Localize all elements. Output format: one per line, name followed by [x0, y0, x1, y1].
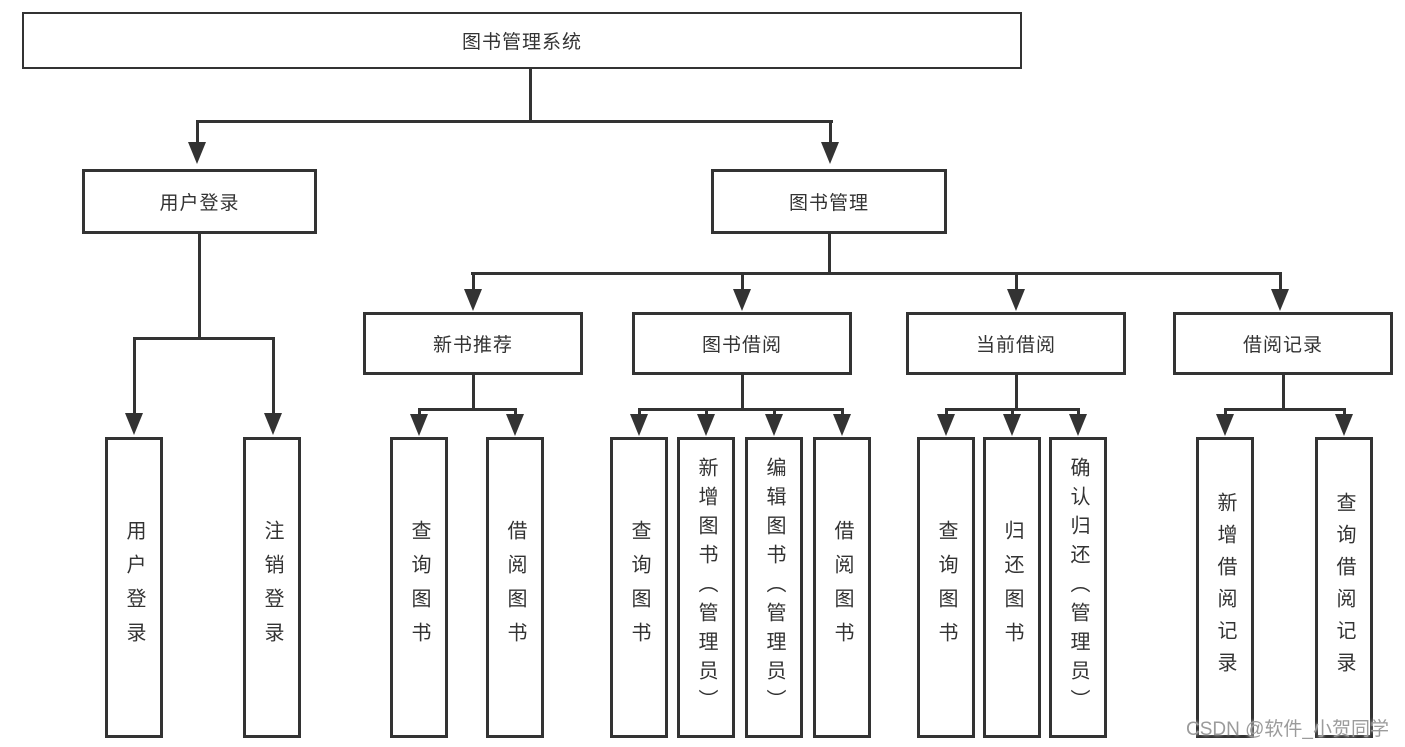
- connector-shaft-new-book-recommend: [472, 272, 475, 291]
- node-new-book-recommend: 新书推荐: [363, 312, 583, 375]
- connector-user-login-splitter: [133, 337, 275, 340]
- arrowhead-user-login: [188, 142, 206, 164]
- connector-shaft-leaf-logout: [272, 337, 275, 415]
- connector-root-stub: [529, 68, 532, 120]
- node-borrow-records: 借阅记录: [1173, 312, 1393, 375]
- arrowhead-b1: [410, 414, 428, 436]
- connector-shaft-b1: [418, 408, 421, 416]
- leaf-borrow-books-recommend: 借阅图书: [486, 437, 544, 738]
- leaf-borrow-books: 借阅图书: [813, 437, 871, 738]
- node-current-borrow: 当前借阅: [906, 312, 1126, 375]
- node-book-borrow-label: 图书借阅: [701, 335, 782, 356]
- connector-new-book-recommend-splitter: [418, 408, 517, 411]
- connector-shaft-leaf-user-login: [133, 337, 136, 415]
- node-root-label: 图书管理系统: [461, 32, 582, 53]
- connector-shaft-e1: [1224, 408, 1227, 416]
- arrowhead-borrow-records: [1271, 289, 1289, 311]
- connector-shaft-e2: [1343, 408, 1346, 416]
- leaf-return-books-label: 归还图书: [1001, 519, 1023, 656]
- connector-book-borrow-splitter: [638, 408, 844, 411]
- arrowhead-b2: [506, 414, 524, 436]
- leaf-query-books-current: 查询图书: [917, 437, 975, 738]
- connector-shaft-book-borrow: [741, 272, 744, 291]
- leaf-query-books-recommend: 查询图书: [390, 437, 448, 738]
- arrowhead-e1: [1216, 414, 1234, 436]
- node-current-borrow-label: 当前借阅: [975, 335, 1056, 356]
- node-book-borrow: 图书借阅: [632, 312, 852, 375]
- leaf-query-books-borrow: 查询图书: [610, 437, 668, 738]
- arrowhead-leaf-logout: [264, 413, 282, 435]
- arrowhead-c3: [765, 414, 783, 436]
- leaf-query-borrow-record-label: 查询借阅记录: [1333, 491, 1355, 684]
- connector-shaft-current-borrow: [1015, 272, 1018, 291]
- connector-shaft-d2: [1011, 408, 1014, 416]
- leaf-edit-book-admin: 编辑图书（管理员）: [745, 437, 803, 738]
- node-book-management-label: 图书管理: [788, 193, 869, 214]
- leaf-add-book-admin: 新增图书（管理员）: [677, 437, 735, 738]
- connector-shaft-c3: [773, 408, 776, 416]
- leaf-query-books-borrow-label: 查询图书: [628, 519, 650, 656]
- connector-shaft-c4: [841, 408, 844, 416]
- connector-shaft-b2: [514, 408, 517, 416]
- connector-shaft-book-management: [829, 120, 832, 145]
- connector-shaft-d3: [1077, 408, 1080, 416]
- arrowhead-d2: [1003, 414, 1021, 436]
- node-root: 图书管理系统: [22, 12, 1022, 69]
- leaf-query-borrow-record: 查询借阅记录: [1315, 437, 1373, 738]
- connector-book-borrow-down: [741, 375, 744, 409]
- node-book-management: 图书管理: [711, 169, 947, 234]
- connector-shaft-c1: [638, 408, 641, 416]
- connector-current-borrow-down: [1015, 375, 1018, 409]
- leaf-user-login: 用户登录: [105, 437, 163, 738]
- leaf-add-borrow-record-label: 新增借阅记录: [1214, 491, 1236, 684]
- leaf-borrow-books-label: 借阅图书: [831, 519, 853, 656]
- node-user-login-label: 用户登录: [159, 193, 240, 214]
- connector-shaft-borrow-records: [1279, 272, 1282, 291]
- leaf-logout: 注销登录: [243, 437, 301, 738]
- connector-shaft-d1: [945, 408, 948, 416]
- leaf-confirm-return-admin-label: 确认归还（管理员）: [1067, 457, 1089, 718]
- arrowhead-d3: [1069, 414, 1087, 436]
- arrowhead-c1: [630, 414, 648, 436]
- watermark-text: CSDN @软件_小贺同学: [1186, 719, 1389, 740]
- arrowhead-current-borrow: [1007, 289, 1025, 311]
- leaf-add-book-admin-label: 新增图书（管理员）: [695, 457, 717, 718]
- leaf-query-books-current-label: 查询图书: [935, 519, 957, 656]
- connector-shaft-user-login: [196, 120, 199, 145]
- connector-borrow-records-splitter: [1224, 408, 1345, 411]
- arrowhead-c4: [833, 414, 851, 436]
- leaf-query-books-recommend-label: 查询图书: [408, 519, 430, 656]
- arrowhead-c2: [697, 414, 715, 436]
- connector-new-book-recommend-down: [472, 375, 475, 409]
- node-new-book-recommend-label: 新书推荐: [432, 335, 513, 356]
- node-borrow-records-label: 借阅记录: [1242, 335, 1323, 356]
- connector-level3-splitter: [471, 272, 1282, 275]
- arrowhead-book-borrow: [733, 289, 751, 311]
- leaf-add-borrow-record: 新增借阅记录: [1196, 437, 1254, 738]
- leaf-return-books: 归还图书: [983, 437, 1041, 738]
- connector-borrow-records-down: [1282, 375, 1285, 409]
- connector-root-splitter: [196, 120, 833, 123]
- connector-user-login-down: [198, 233, 201, 338]
- arrowhead-d1: [937, 414, 955, 436]
- leaf-edit-book-admin-label: 编辑图书（管理员）: [763, 457, 785, 718]
- connector-book-management-down: [828, 234, 831, 274]
- arrowhead-new-book-recommend: [464, 289, 482, 311]
- arrowhead-leaf-user-login: [125, 413, 143, 435]
- leaf-user-login-label: 用户登录: [123, 519, 145, 656]
- node-user-login: 用户登录: [82, 169, 317, 234]
- leaf-confirm-return-admin: 确认归还（管理员）: [1049, 437, 1107, 738]
- arrowhead-e2: [1335, 414, 1353, 436]
- leaf-logout-label: 注销登录: [261, 519, 283, 656]
- leaf-borrow-books-recommend-label: 借阅图书: [504, 519, 526, 656]
- arrowhead-book-management: [821, 142, 839, 164]
- connector-shaft-c2: [705, 408, 708, 416]
